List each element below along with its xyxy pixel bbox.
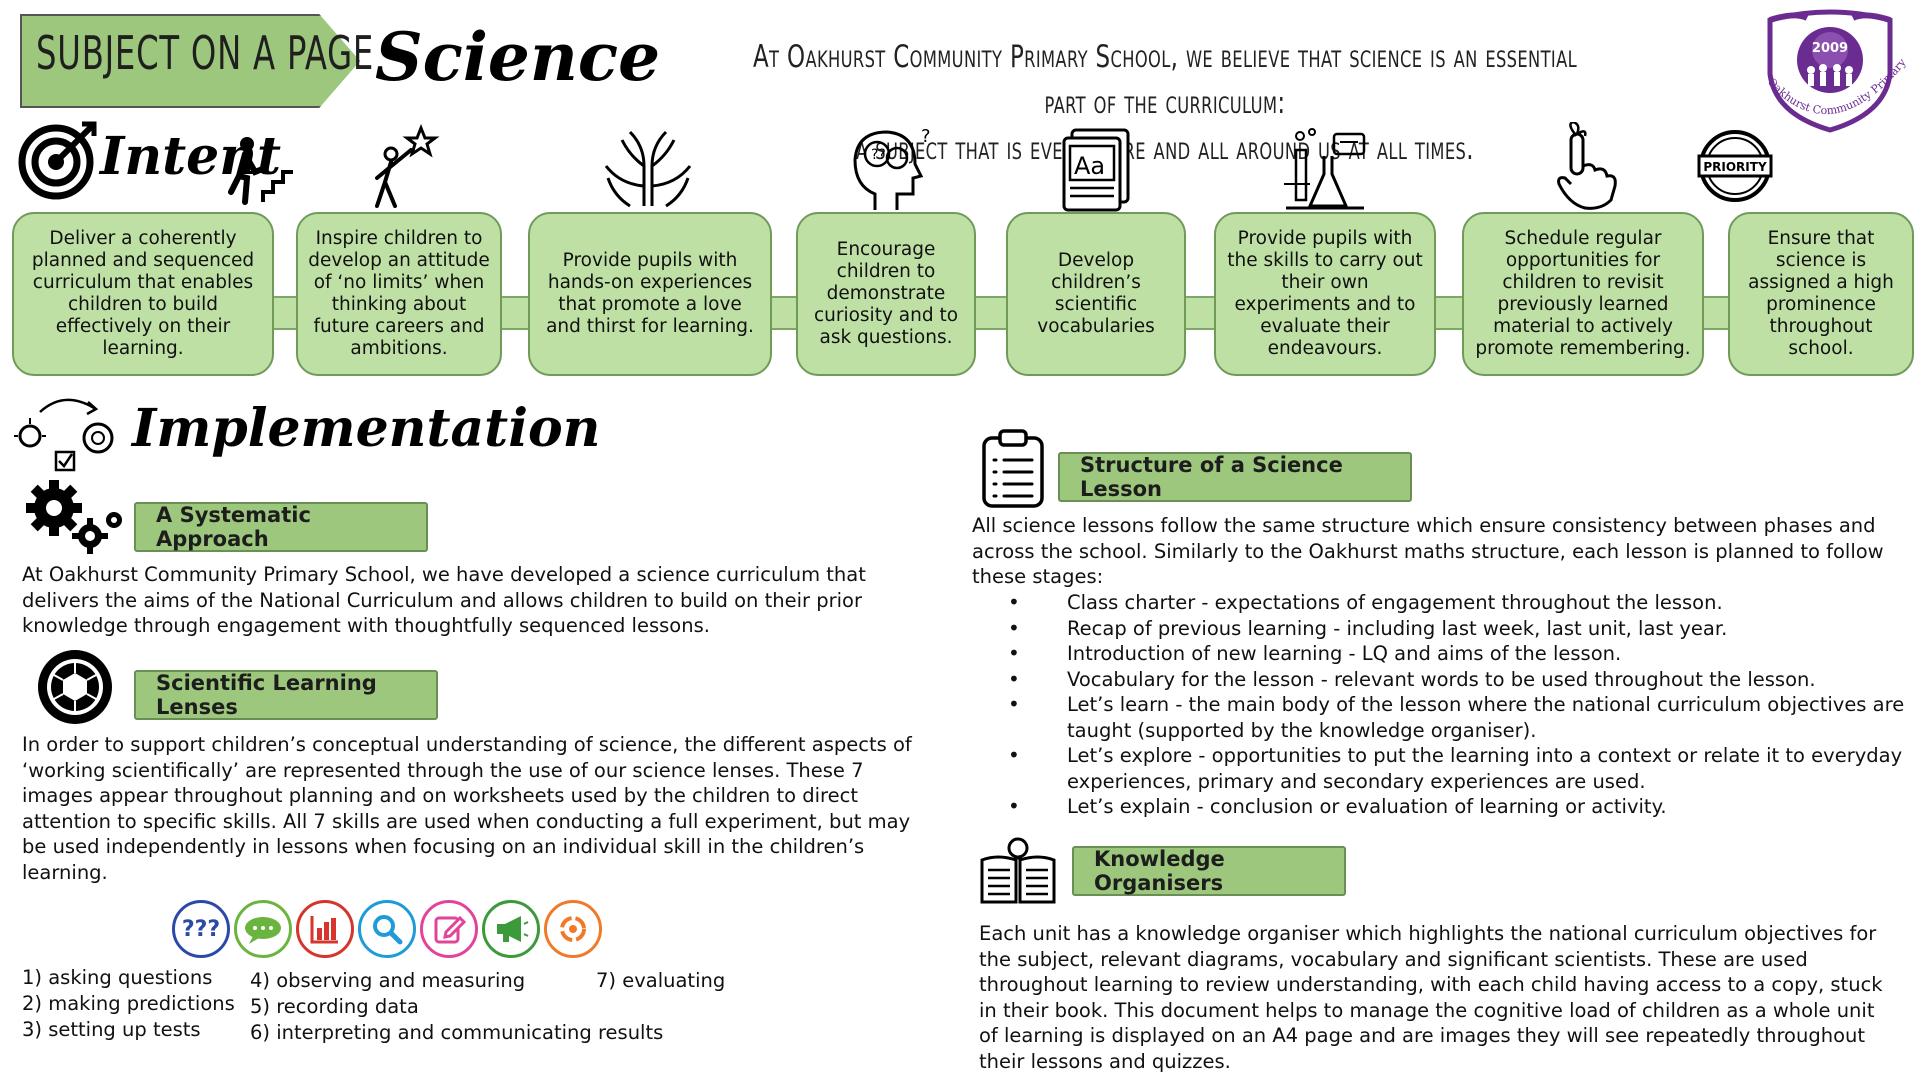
finger-string-icon bbox=[1545, 120, 1635, 212]
bar-chart-icon bbox=[296, 900, 354, 958]
lens-label-3: 3) setting up tests bbox=[22, 1018, 201, 1041]
stage-item-2: Recap of previous learning - including l… bbox=[972, 616, 1907, 642]
structure-heading: Structure of a Science Lesson bbox=[1058, 452, 1412, 502]
target-icon bbox=[18, 120, 98, 204]
intent-item-6: Provide pupils with the skills to carry … bbox=[1214, 212, 1436, 376]
cycle-arrows-icon bbox=[544, 900, 602, 958]
camera-lens-icon bbox=[36, 648, 114, 730]
lens-label-7: 7) evaluating bbox=[596, 969, 726, 992]
subject-banner bbox=[20, 14, 360, 108]
priority-stamp-icon: PRIORITY bbox=[1697, 128, 1775, 206]
lens-labels-col-3: 7) evaluating bbox=[596, 968, 725, 994]
open-hands-icon bbox=[600, 126, 692, 216]
organisers-body: Each unit has a knowledge organiser whic… bbox=[979, 922, 1883, 1073]
stage-item-7: Let’s explain - conclusion or evaluation… bbox=[972, 794, 1907, 820]
mission-line-2: a subject that is everywhere and all aro… bbox=[856, 131, 1474, 167]
speech-cloud-icon bbox=[234, 900, 292, 958]
stage-item-5: Let’s learn - the main body of the lesso… bbox=[972, 692, 1907, 743]
logo-year: 2009 bbox=[1812, 41, 1848, 56]
lens-labels-col-2: 4) observing and measuring 5) recording … bbox=[250, 968, 663, 1046]
priority-label: PRIORITY bbox=[1703, 160, 1767, 174]
lenses-body: In order to support children’s conceptua… bbox=[22, 733, 912, 884]
reach-star-icon bbox=[355, 123, 445, 214]
svg-text:??: ?? bbox=[871, 147, 886, 163]
lesson-stages: Class charter - expectations of engageme… bbox=[972, 590, 1907, 820]
stage-item-1: Class charter - expectations of engageme… bbox=[972, 590, 1907, 616]
megaphone-icon bbox=[482, 900, 540, 958]
lens-label-2: 2) making predictions bbox=[22, 992, 235, 1015]
stairs-climber-icon bbox=[225, 132, 295, 210]
structure-intro: All science lessons follow the same stru… bbox=[972, 514, 1884, 588]
intent-item-5: Develop children’s scientific vocabulari… bbox=[1006, 212, 1186, 376]
lenses-heading: Scientific Learning Lenses bbox=[134, 670, 438, 720]
school-logo: 2009 Oakhurst Community Primary School bbox=[1741, 0, 1915, 144]
intent-item-3: Provide pupils with hands-on experiences… bbox=[528, 212, 772, 376]
page-title: Science bbox=[375, 18, 661, 96]
book-idea-icon bbox=[978, 836, 1058, 912]
vocabulary-book-icon: Aa bbox=[1058, 126, 1148, 216]
lens-label-6: 6) interpreting and communicating result… bbox=[250, 1021, 664, 1044]
mission-line-1: At Oakhurst Community Primary School, we… bbox=[752, 39, 1578, 121]
magnifier-icon bbox=[358, 900, 416, 958]
lens-label-5: 5) recording data bbox=[250, 995, 419, 1018]
organisers-heading: Knowledge Organisers bbox=[1072, 846, 1346, 896]
intent-item-4: Encourage children to demonstrate curios… bbox=[796, 212, 976, 376]
banner-text: SUBJECT ON A PAGE bbox=[36, 26, 375, 80]
intent-title: Intent bbox=[100, 126, 282, 187]
gears-icon bbox=[22, 478, 126, 562]
systematic-heading: A Systematic Approach bbox=[134, 502, 428, 552]
lens-icons-row: ??? bbox=[172, 900, 602, 958]
question-marks-icon: ??? bbox=[172, 900, 230, 958]
stage-item-3: Introduction of new learning - LQ and ai… bbox=[972, 641, 1907, 667]
lens-label-4: 4) observing and measuring bbox=[250, 969, 526, 992]
intent-item-1: Deliver a coherently planned and sequenc… bbox=[12, 212, 274, 376]
stage-item-4: Vocabulary for the lesson - relevant wor… bbox=[972, 667, 1907, 693]
implementation-process-icon bbox=[10, 390, 130, 484]
systematic-body: At Oakhurst Community Primary School, we… bbox=[22, 563, 866, 637]
intent-item-8: Ensure that science is assigned a high p… bbox=[1728, 212, 1914, 376]
stage-item-6: Let’s explore - opportunities to put the… bbox=[972, 743, 1907, 794]
mission-statement: At Oakhurst Community Primary School, we… bbox=[747, 34, 1583, 172]
implementation-title: Implementation bbox=[132, 398, 601, 459]
lab-equipment-icon bbox=[1280, 126, 1370, 216]
svg-text:?: ? bbox=[921, 126, 931, 147]
pencil-note-icon bbox=[420, 900, 478, 958]
lens-label-1: 1) asking questions bbox=[22, 966, 213, 989]
intent-item-7: Schedule regular opportunities for child… bbox=[1462, 212, 1704, 376]
lens-labels-col-1: 1) asking questions 2) making prediction… bbox=[22, 965, 235, 1043]
svg-text:Aa: Aa bbox=[1074, 152, 1105, 180]
intent-item-2: Inspire children to develop an attitude … bbox=[296, 212, 502, 376]
clipboard-icon bbox=[978, 428, 1048, 514]
thinking-head-icon: ?? ? bbox=[845, 124, 935, 214]
